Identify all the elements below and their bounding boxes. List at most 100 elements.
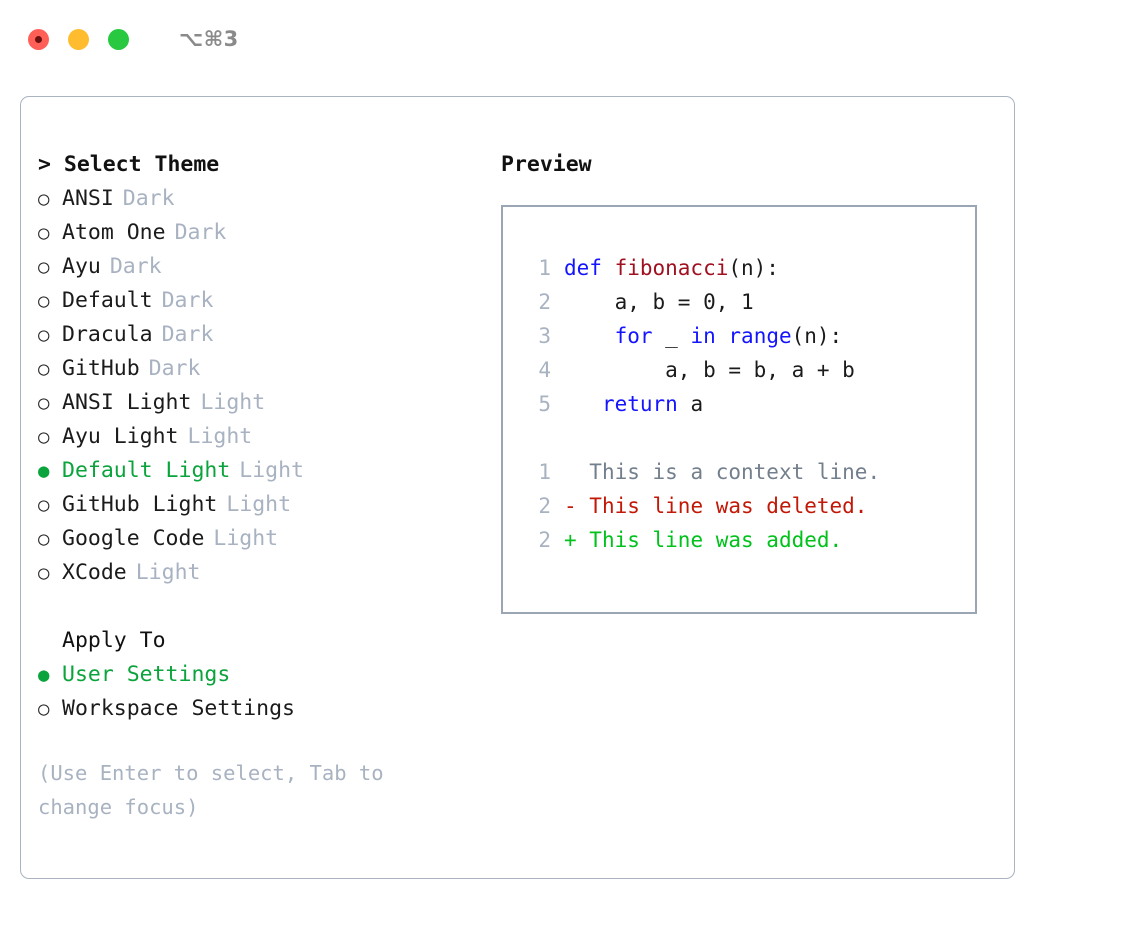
theme-option-tag: Dark [122, 186, 175, 211]
theme-option-tag: Light [135, 560, 201, 585]
theme-option-ayu-light[interactable]: ○ Ayu Light Light [38, 420, 478, 454]
code-line-content: return a [564, 387, 703, 421]
apply-to-label: Apply To [62, 628, 166, 653]
theme-option-ansi[interactable]: ○ ANSI Dark [38, 182, 478, 216]
diff-line-number: 1 [538, 460, 551, 484]
diff-line-added: 2 + This line was added. [521, 523, 975, 557]
code-line: 5 return a [521, 387, 975, 421]
theme-option-label: Default [62, 288, 153, 313]
select-theme-header: > Select Theme [38, 152, 220, 177]
code-diff-separator [521, 421, 975, 455]
code-token-plain: a, b = 0, 1 [564, 290, 754, 314]
apply-to-option-workspace-settings[interactable]: ○ Workspace Settings [38, 692, 478, 726]
preview-title: Preview [501, 152, 592, 177]
theme-option-tag: Light [187, 424, 253, 449]
apply-to-option-label: Workspace Settings [62, 696, 295, 721]
code-token-plain: (n): [728, 256, 779, 280]
code-line-number: 2 [538, 290, 551, 314]
code-line-number: 3 [538, 324, 551, 348]
theme-option-label: XCode [62, 560, 127, 585]
radio-unselected-icon: ○ [38, 562, 50, 584]
minimize-button[interactable] [68, 28, 89, 50]
code-token-plain: _ [652, 324, 691, 348]
theme-option-ansi-light[interactable]: ○ ANSI Light Light [38, 386, 478, 420]
theme-option-label: Atom One [62, 220, 166, 245]
code-line: 2 a, b = 0, 1 [521, 285, 975, 319]
diff-line-content: This line was deleted. [576, 494, 868, 518]
diff-marker [564, 455, 577, 489]
code-token-plain: (n): [791, 324, 843, 348]
theme-option-tag: Light [239, 458, 305, 483]
close-button[interactable] [28, 28, 49, 50]
apply-to-option-label: User Settings [62, 662, 231, 687]
code-line-content: a, b = b, a + b [564, 353, 855, 387]
theme-option-label: ANSI Light [62, 390, 192, 415]
diff-line-number: 2 [538, 528, 551, 552]
theme-option-label: Google Code [62, 526, 205, 551]
radio-unselected-icon: ○ [38, 324, 50, 346]
theme-option-tag: Light [226, 492, 292, 517]
theme-option-ayu[interactable]: ○ Ayu Dark [38, 250, 478, 284]
theme-option-label: GitHub Light [62, 492, 218, 517]
code-line-number: 4 [538, 358, 551, 382]
theme-option-label: ANSI [62, 186, 114, 211]
window-controls [28, 28, 129, 50]
diff-line-number: 2 [538, 494, 551, 518]
radio-unselected-icon: ○ [38, 698, 50, 720]
radio-unselected-icon: ○ [38, 256, 50, 278]
diff-sample: 1 This is a context line.2- This line wa… [521, 455, 975, 557]
code-line: 4 a, b = b, a + b [521, 353, 975, 387]
theme-option-default-light[interactable]: ● Default Light Light [38, 454, 478, 488]
apply-to-option-user-settings[interactable]: ●User Settings [38, 658, 478, 692]
diff-marker: + [564, 528, 577, 552]
title-bar: ⌥⌘3 [0, 0, 1140, 78]
theme-option-atom-one[interactable]: ○ Atom One Dark [38, 216, 478, 250]
keyboard-shortcut-label: ⌥⌘3 [179, 27, 239, 51]
help-hint-text: (Use Enter to select, Tab to change focu… [38, 761, 396, 819]
code-line-content: def fibonacci(n): [564, 251, 779, 285]
apply-to-list: ●User Settings ○ Workspace Settings [38, 658, 478, 726]
theme-option-tag: Dark [174, 220, 227, 245]
code-token-kw: return [601, 392, 678, 416]
radio-unselected-icon: ○ [38, 528, 50, 550]
code-token-plain: a, b = b, a + b [564, 358, 855, 382]
theme-option-label: GitHub [62, 356, 140, 381]
radio-unselected-icon: ○ [38, 188, 50, 210]
radio-unselected-icon: ○ [38, 426, 50, 448]
theme-option-xcode[interactable]: ○ XCode Light [38, 556, 478, 590]
theme-option-label: Default Light [62, 458, 231, 483]
code-token-plain [716, 324, 729, 348]
list-spacer [38, 590, 478, 624]
diff-line-content: This is a context line. [576, 460, 881, 484]
radio-unselected-icon: ○ [38, 392, 50, 414]
code-line-content: for _ in range(n): [564, 319, 843, 353]
code-token-plain: a [677, 392, 704, 416]
theme-option-tag: Dark [161, 288, 214, 313]
theme-option-label: Ayu Light [62, 424, 179, 449]
theme-option-tag: Dark [109, 254, 162, 279]
diff-line-content: This line was added. [576, 528, 843, 552]
code-line-number: 1 [538, 256, 551, 280]
diff-marker: - [564, 494, 577, 518]
code-token-kw: for [614, 324, 653, 348]
theme-option-tag: Light [200, 390, 266, 415]
maximize-button[interactable] [108, 28, 129, 50]
radio-unselected-icon: ○ [38, 222, 50, 244]
theme-option-label: Ayu [62, 254, 101, 279]
radio-selected-icon: ● [38, 460, 50, 482]
code-token-fn: fibonacci [614, 256, 729, 280]
diff-line-deleted: 2- This line was deleted. [521, 489, 975, 523]
theme-option-tag: Dark [161, 322, 214, 347]
theme-option-tag: Dark [148, 356, 201, 381]
diff-line-context: 1 This is a context line. [521, 455, 975, 489]
